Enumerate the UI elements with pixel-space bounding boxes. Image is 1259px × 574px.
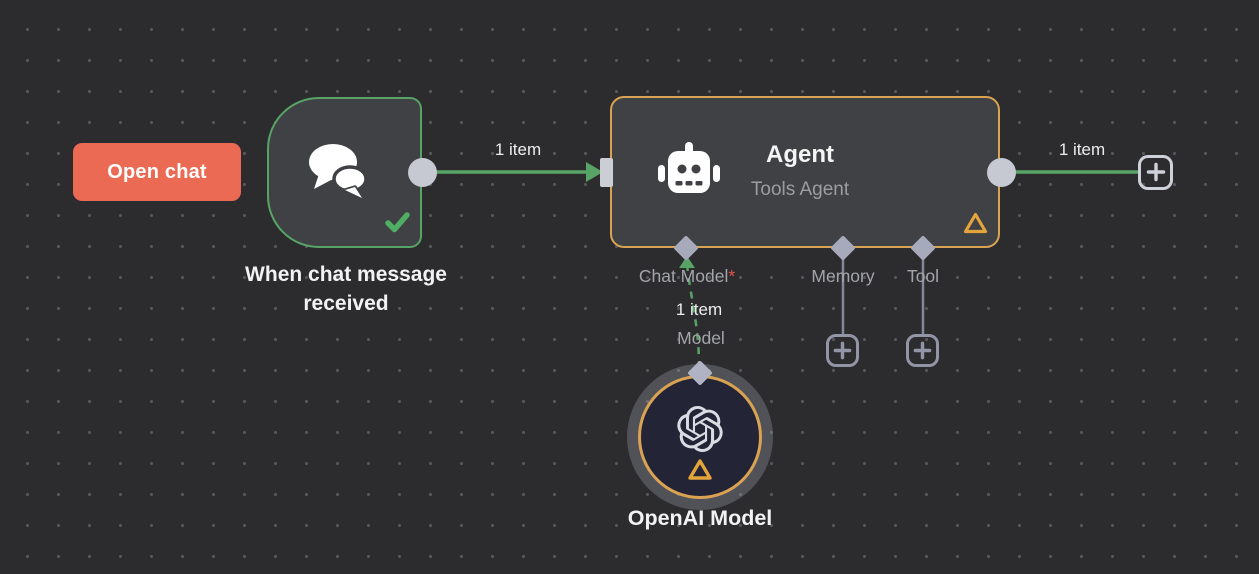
plus-icon: [1146, 162, 1165, 182]
add-memory-button[interactable]: [826, 334, 859, 367]
trigger-output-endpoint[interactable]: [408, 157, 437, 187]
robot-icon: [656, 142, 722, 202]
open-chat-button[interactable]: Open chat: [73, 143, 241, 201]
agent-node-subtitle: Tools Agent: [750, 179, 850, 200]
model-port-label: Model: [677, 328, 725, 348]
tool-port-label: Tool: [906, 266, 940, 286]
connection-items-count: 1 item: [675, 300, 723, 319]
chat-model-port-label: Chat Model*: [638, 266, 736, 286]
connection-arrowhead: [586, 162, 603, 182]
connection-items-count: 1 item: [1058, 140, 1106, 159]
add-node-button[interactable]: [1138, 154, 1173, 190]
openai-logo-icon: [677, 406, 723, 452]
connection-model-to-agent[interactable]: [685, 263, 701, 367]
warning-triangle-icon: [962, 211, 989, 235]
connection-items-count: 1 item: [494, 140, 542, 159]
check-icon: [385, 212, 410, 233]
openai-node-label: OpenAI Model: [627, 506, 773, 530]
warning-triangle-icon: [687, 458, 713, 481]
chat-bubbles-icon: [305, 141, 371, 199]
plus-icon: [833, 341, 852, 360]
memory-port-label: Memory: [811, 266, 875, 286]
trigger-node-label: When chat message received: [245, 263, 447, 315]
add-tool-button[interactable]: [906, 334, 939, 367]
agent-output-endpoint[interactable]: [987, 157, 1016, 187]
plus-icon: [913, 341, 932, 360]
agent-input-endpoint[interactable]: [600, 158, 613, 187]
required-marker: *: [728, 266, 736, 286]
agent-node-title: Agent: [766, 141, 834, 168]
connection-arrowhead-up: [679, 256, 695, 268]
